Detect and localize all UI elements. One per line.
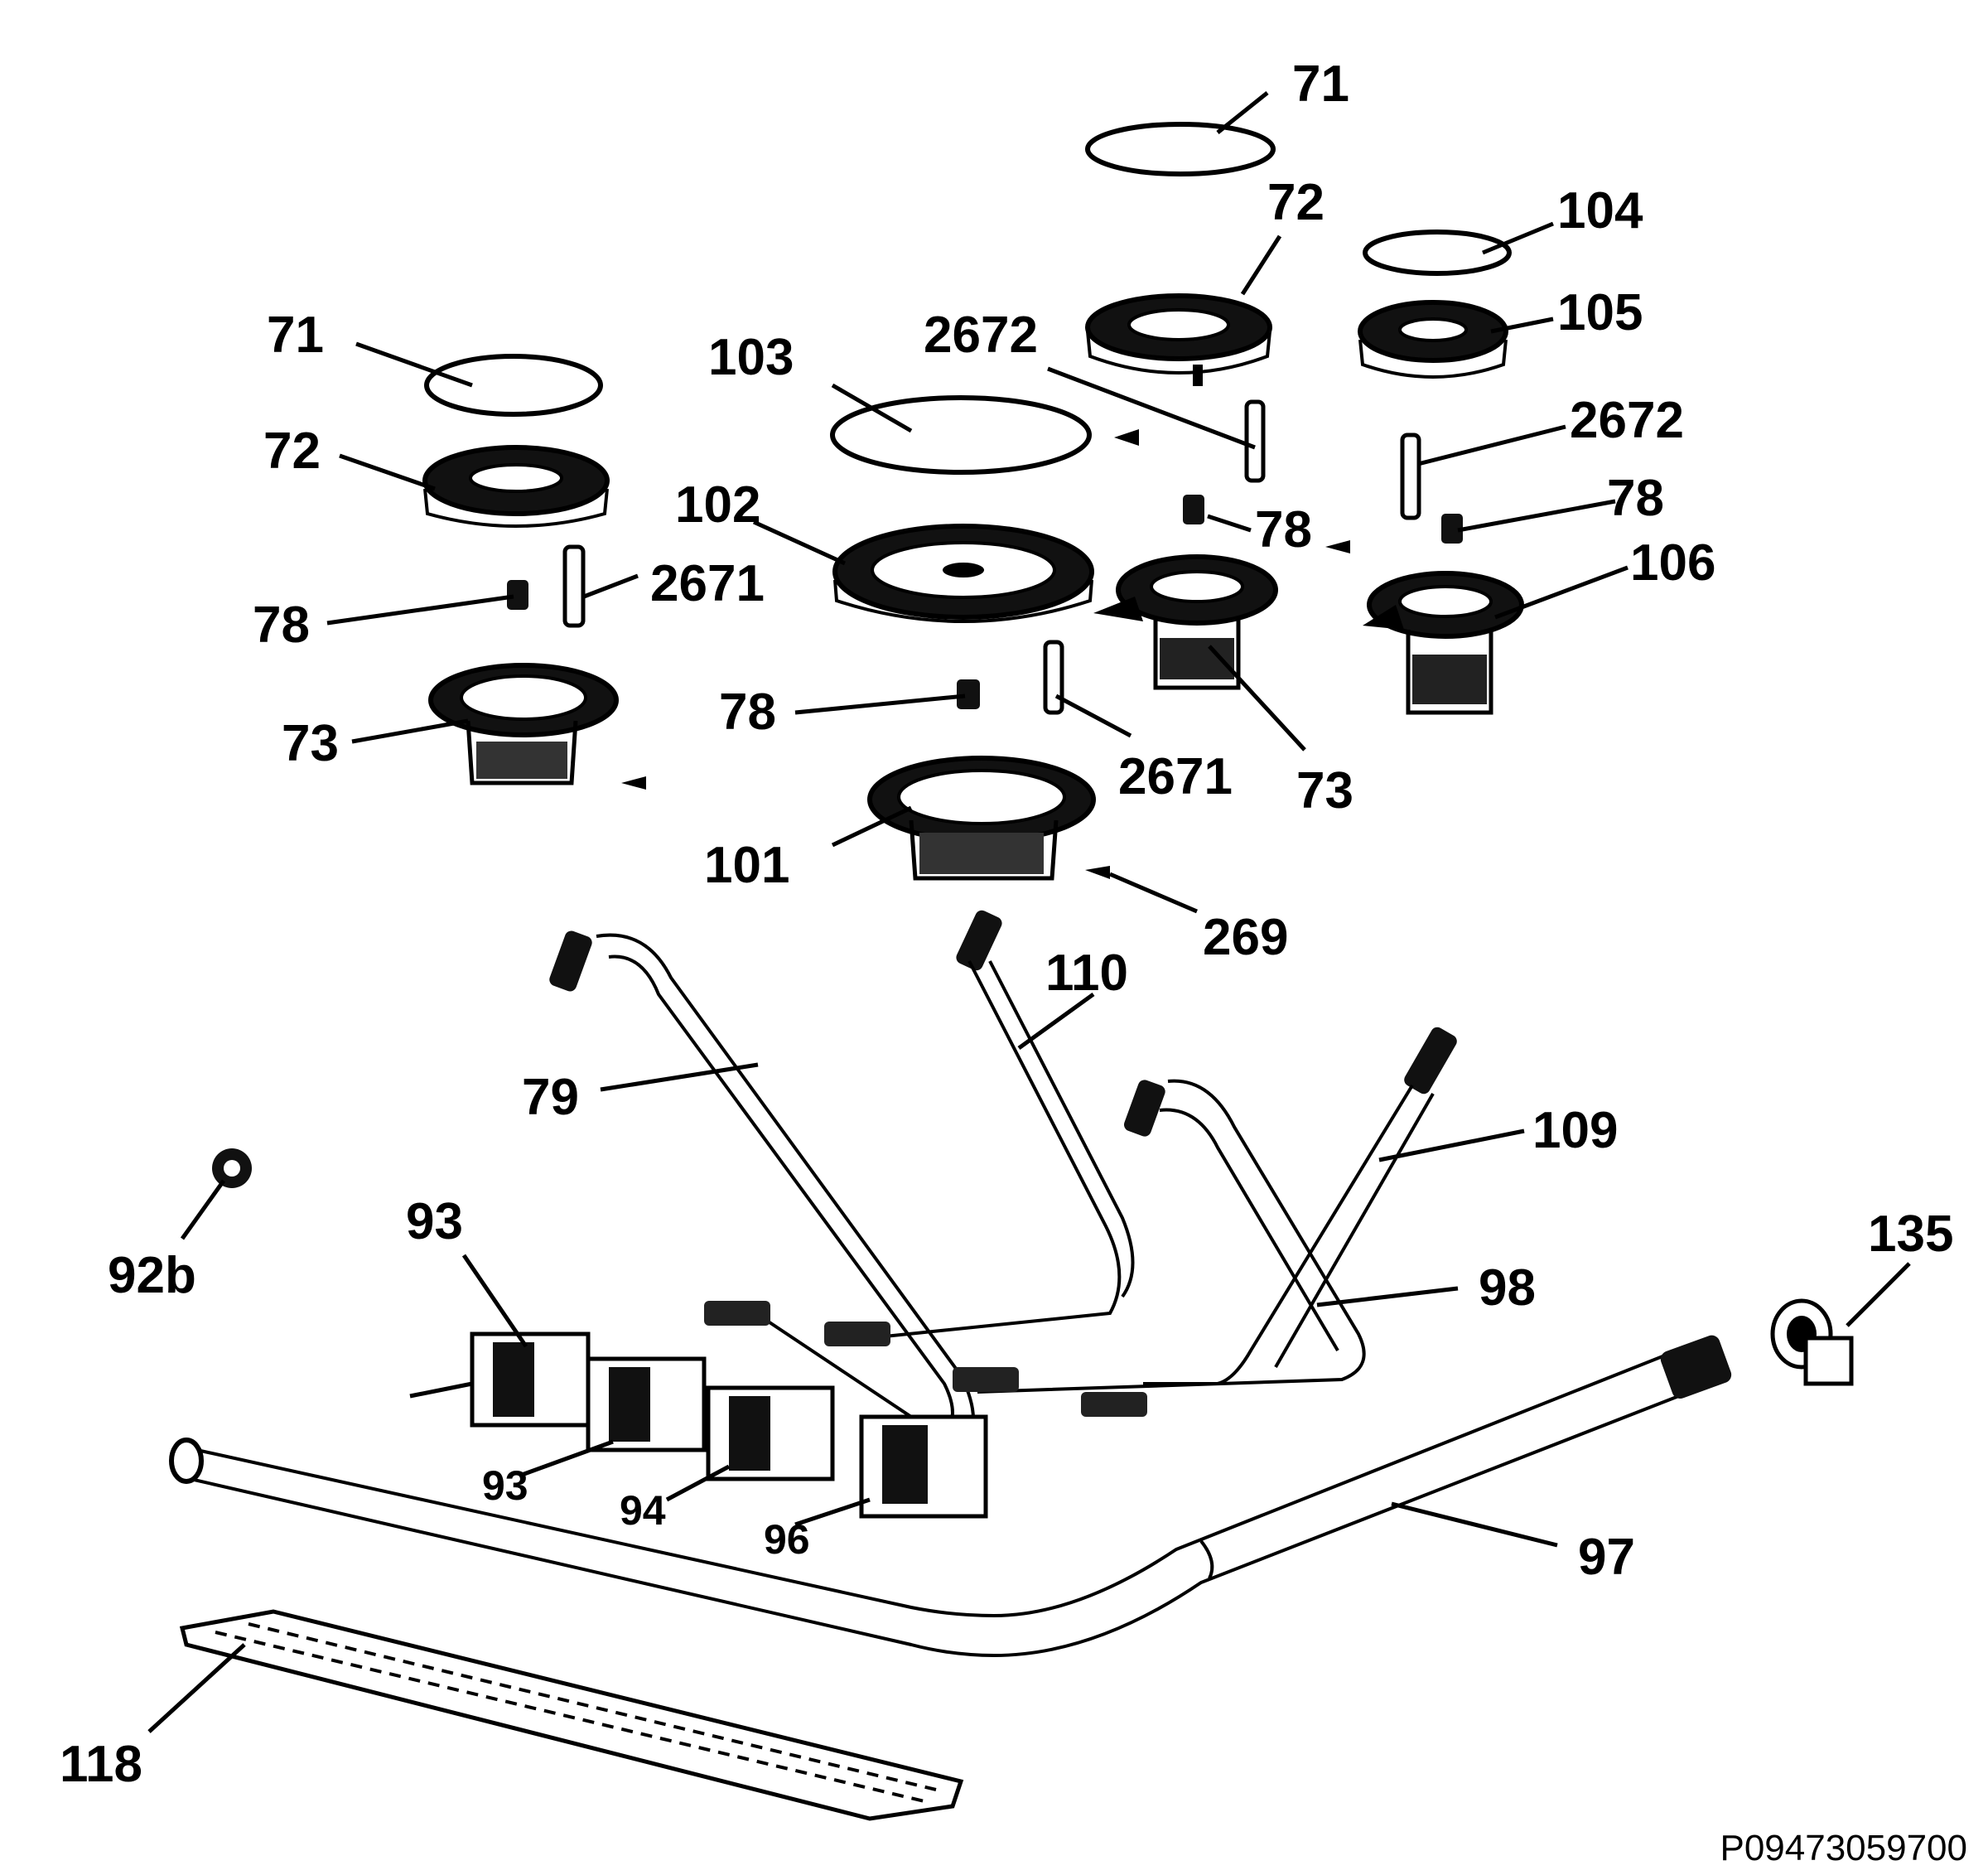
gas-pipe-98	[977, 1079, 1366, 1394]
control-bracket-118	[179, 1609, 964, 1821]
burner-cap-103	[830, 395, 1139, 475]
gas-tap-96	[859, 1414, 988, 1519]
label-2671-b: 2671	[1118, 748, 1233, 805]
label-2672-a: 2672	[924, 307, 1038, 364]
gas-tap-94	[706, 1385, 835, 1481]
label-104: 104	[1557, 182, 1643, 239]
screw-269	[1085, 866, 1110, 879]
burner-crown-72-left	[422, 445, 610, 528]
gas-tap-93-a	[409, 1331, 591, 1428]
burner-crown-105	[1358, 300, 1508, 379]
thermocouple-78-b	[1441, 514, 1463, 544]
label-118: 118	[60, 1736, 142, 1793]
label-109: 109	[1532, 1102, 1618, 1159]
burner-base-73-right	[1093, 554, 1278, 690]
burner-cap-104	[1363, 230, 1512, 276]
label-73-left: 73	[282, 715, 339, 772]
label-106: 106	[1630, 534, 1715, 592]
label-2672-b: 2672	[1570, 392, 1684, 449]
label-78-d: 78	[719, 684, 776, 741]
electrode-2671-b	[1043, 640, 1064, 715]
label-79: 79	[522, 1069, 579, 1126]
burner-base-101	[867, 756, 1096, 881]
label-72-top: 72	[1267, 174, 1325, 231]
label-73-right: 73	[1296, 762, 1353, 819]
label-92b: 92b	[108, 1247, 196, 1304]
electrode-2671-a	[562, 544, 586, 628]
gas-tap-93-b	[586, 1356, 707, 1452]
gas-manifold-97	[169, 1335, 1732, 1658]
label-78-b: 78	[1607, 470, 1664, 527]
label-103: 103	[708, 329, 794, 386]
pipe-fittings	[704, 1301, 1147, 1417]
label-135: 135	[1868, 1206, 1953, 1263]
label-2671-a: 2671	[650, 555, 765, 612]
label-71-left: 71	[267, 307, 324, 364]
label-78-c: 78	[253, 597, 310, 654]
label-97: 97	[1578, 1529, 1635, 1586]
label-96: 96	[764, 1516, 810, 1563]
label-94: 94	[620, 1487, 666, 1534]
burner-base-73-left	[428, 663, 646, 790]
burner-cap-71-top	[1085, 122, 1276, 176]
burner-cap-71-left	[424, 354, 603, 417]
burner-crown-102	[832, 524, 1094, 623]
label-101: 101	[704, 837, 789, 894]
burner-base-106	[1363, 571, 1524, 715]
gas-pipe-109	[1143, 1027, 1457, 1385]
label-72-left: 72	[263, 423, 321, 480]
thermocouple-78-d	[957, 679, 980, 709]
thermocouple-78-c	[507, 580, 528, 610]
label-93-b: 93	[482, 1462, 528, 1509]
burner-crown-72-top	[1085, 293, 1272, 386]
thermocouple-78-a	[1183, 495, 1204, 524]
label-105: 105	[1557, 284, 1643, 341]
label-269: 269	[1203, 909, 1288, 966]
nut-92b	[212, 1148, 252, 1188]
fitting-135	[1770, 1298, 1854, 1386]
electrode-2672-b	[1400, 433, 1421, 520]
label-71-top: 71	[1292, 56, 1349, 113]
label-102: 102	[675, 476, 760, 534]
reference-code: P09473059700	[1720, 1828, 1967, 1868]
electrode-2672-a	[1244, 399, 1266, 483]
label-78-a: 78	[1255, 501, 1312, 558]
label-93-a: 93	[406, 1193, 463, 1250]
label-110: 110	[1045, 945, 1128, 1002]
leader-lines	[147, 91, 1911, 1733]
gas-pipe-110	[828, 910, 1135, 1344]
label-98: 98	[1479, 1259, 1536, 1317]
